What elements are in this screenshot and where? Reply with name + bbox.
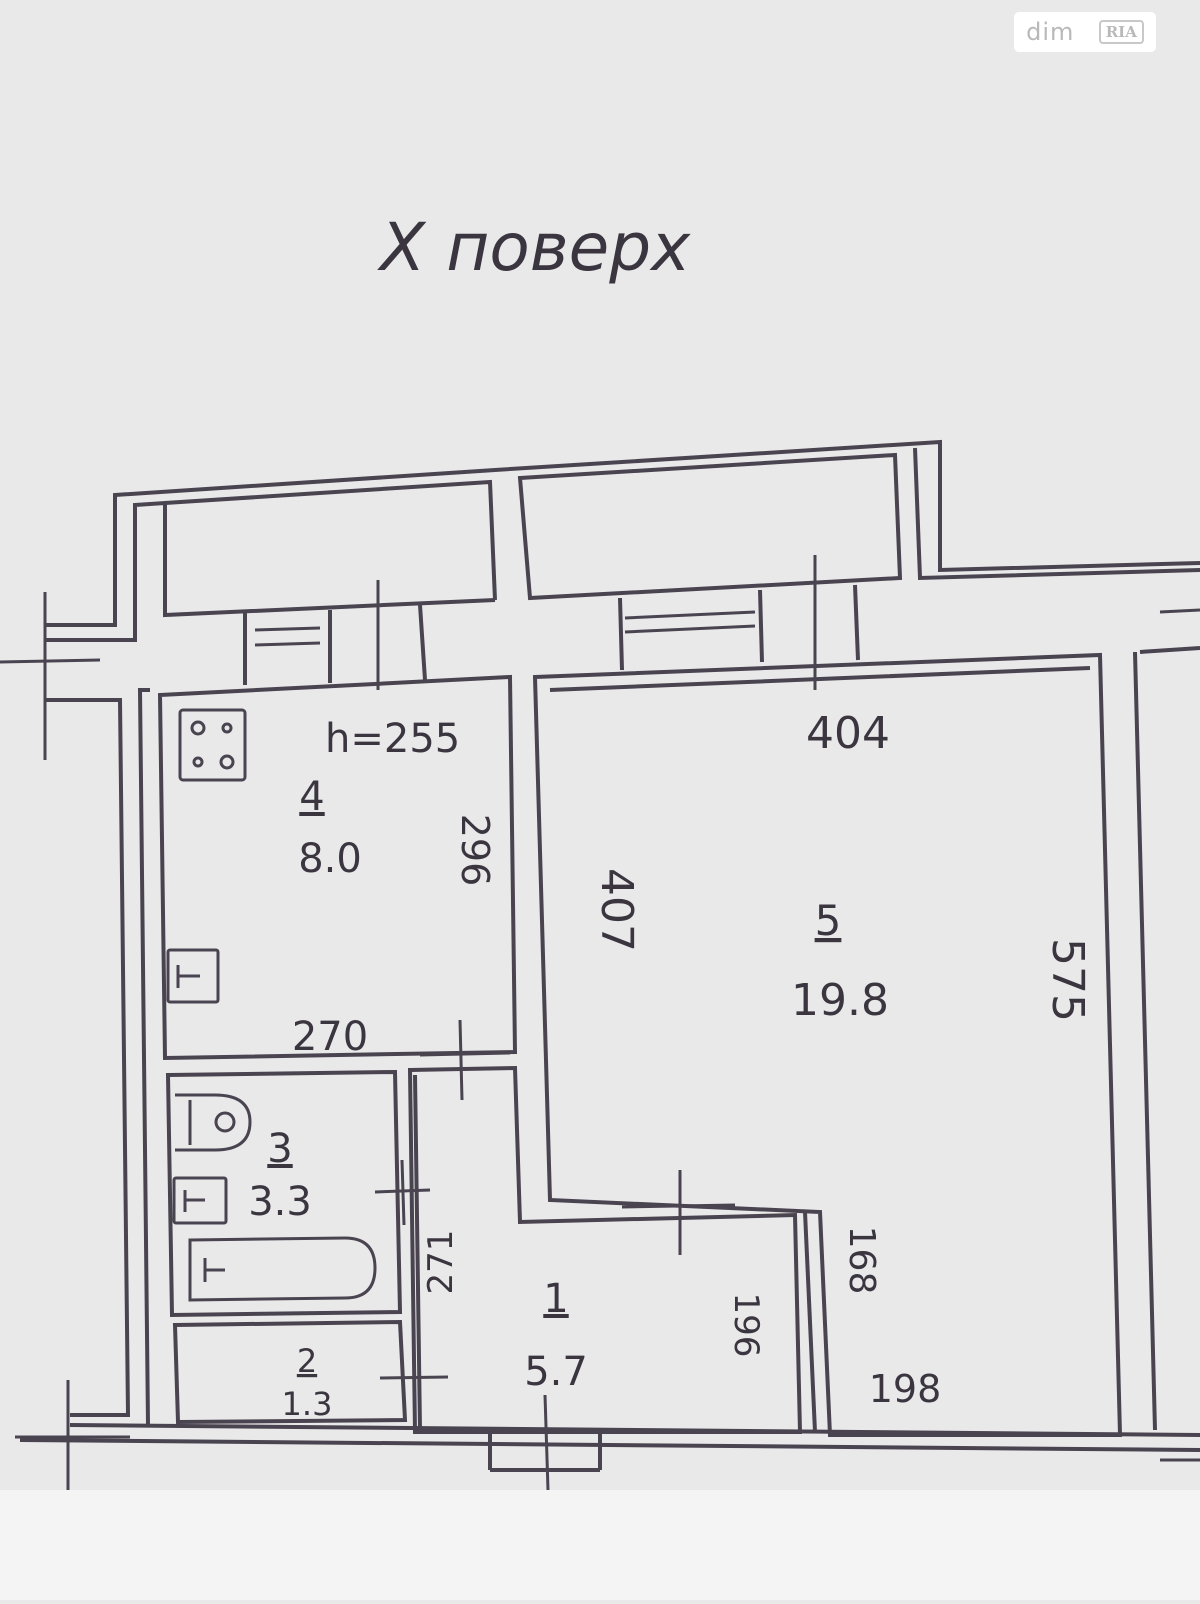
tick-left-axis-h [0,658,101,664]
room-3-area: 3.3 [248,1179,312,1225]
dim-room5-top: 404 [806,708,890,759]
dim-corridor-right: 196 [726,1293,766,1358]
room-5-area: 19.8 [791,975,889,1026]
room-5-walls [532,652,1123,1437]
room-4-number: 4 [299,774,324,820]
room-4-area: 8.0 [298,836,362,882]
tick-right-axis-top [1159,608,1200,614]
windows [254,610,756,647]
exterior-wall-left-inner [137,688,150,1426]
kitchen-sink-icon [166,948,220,1004]
room-1-number: 1 [543,1276,568,1322]
window-room5-line-2 [624,624,756,634]
door-ticks [0,555,1200,1491]
watermark-badge: RIA [1098,20,1144,44]
walls [19,439,1200,1472]
room-4-walls [157,674,518,1061]
entry-door [488,1432,602,1472]
dimension-labels: 404 198 270 407 575 296 168 271 196 [292,708,1093,1411]
dim-room5-left: 407 [591,868,642,952]
exterior-wall-left [45,698,131,1417]
tick-entry-door [543,1394,550,1491]
bathtub-icon [188,1236,377,1302]
tick-kitchen-door [458,1019,464,1101]
washbasin-icon [172,1176,228,1225]
dim-room4-bottom: 270 [292,1014,368,1060]
left-balcony [164,479,497,601]
room-3-walls [165,1069,403,1318]
room-2-area: 1.3 [282,1385,333,1423]
room-5-number: 5 [815,896,842,945]
room-5-inner-walls [549,646,1200,1431]
right-balcony [517,452,903,601]
stove-icon [178,708,247,782]
tick-wc-door [379,1375,449,1380]
room-1-inner-walls [413,1074,817,1433]
floor-title: Х поверх [377,209,691,286]
exterior-wall-top [45,439,1200,627]
dim-room5-lower-left: 168 [841,1226,882,1295]
tick-kitchen-door-cross [419,1051,511,1057]
window-bay-right [618,584,860,671]
exterior-wall-bottom [19,1438,1200,1452]
room-3-number: 3 [267,1126,292,1172]
tick-bath-door-v [400,1159,406,1226]
dim-room4-right: 296 [453,814,497,887]
right-balcony-side-wall [913,447,1200,581]
dim-room5-bottom: 198 [869,1367,942,1411]
room-2-walls [172,1319,408,1425]
room-labels: 4 8.0 5 19.8 3 3.3 2 1.3 1 5.7 [248,774,889,1423]
window-kitchen-line-1 [254,626,321,632]
window-kitchen-line-2 [254,641,321,647]
fixtures [166,708,377,1302]
room-1-area: 5.7 [524,1349,588,1395]
watermark-brand: dim [1026,18,1075,46]
room-1-walls [407,1065,803,1434]
exterior-wall-top-inner [45,500,496,642]
dimria-watermark: dim RIA [1014,12,1156,52]
window-bay-left [243,604,427,685]
bottom-paper-strip [0,1490,1200,1600]
room-2-number: 2 [297,1342,317,1380]
dim-corridor-left: 271 [421,1230,461,1295]
tick-room5-door-cross [621,1203,736,1209]
window-room5-line-1 [624,610,756,620]
ceiling-height: h=255 [325,716,460,762]
toilet-icon [175,1093,252,1152]
dim-room5-right: 575 [1042,938,1093,1022]
